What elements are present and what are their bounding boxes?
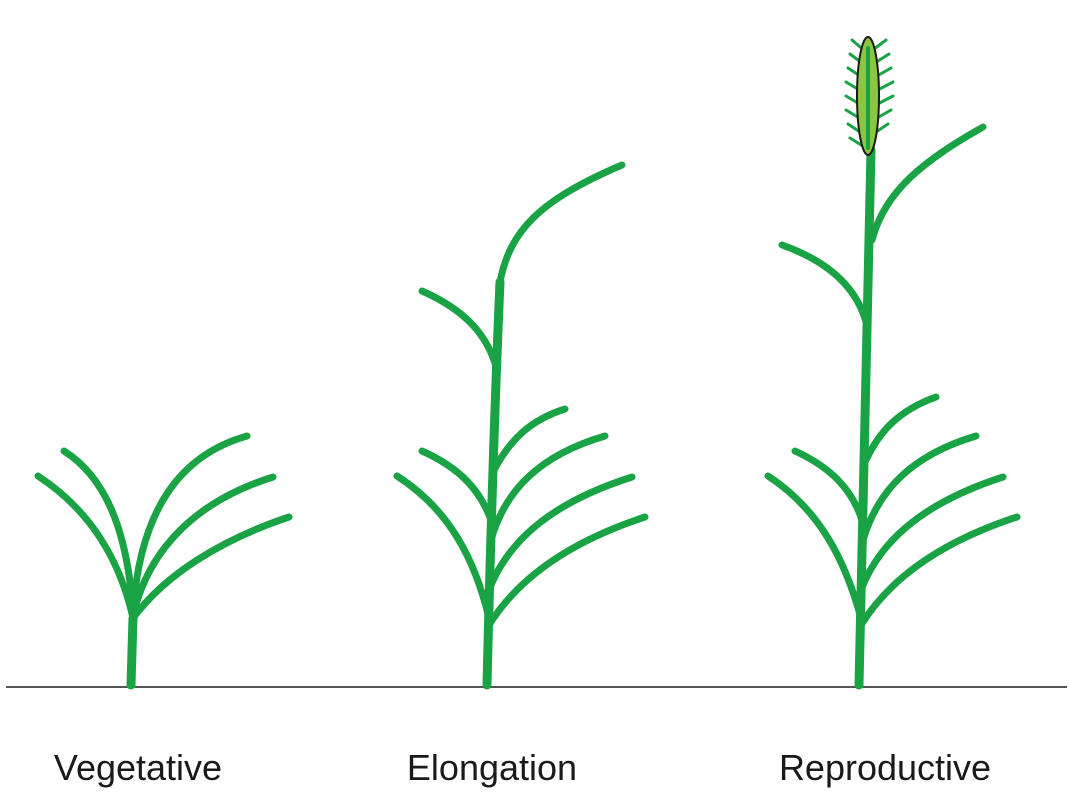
reproductive-leaf-upper-left [782,245,868,330]
reproductive-leaf-top [872,127,983,240]
reproductive-stem [859,150,871,685]
elongation-plant [397,165,645,685]
reproductive-leaf-right-3 [861,517,1017,625]
reproductive-leaf-mid-right [866,397,936,460]
seed-head [846,37,893,155]
elongation-leaf-top [500,165,622,282]
elongation-leaf-right-3 [489,517,645,625]
stage-label-elongation: Elongation [407,747,577,788]
vegetative-leaf-left-outer [38,476,133,618]
vegetative-stem [131,618,133,685]
reproductive-plant [768,37,1017,685]
stage-label-reproductive: Reproductive [779,747,991,788]
reproductive-leaf-left-outer [768,476,861,618]
vegetative-leaf-right-3 [133,517,289,618]
stage-label-vegetative: Vegetative [54,747,222,788]
vegetative-plant [38,436,289,685]
elongation-leaf-upper-left [422,291,497,370]
reproductive-leaf-right-1 [863,436,976,540]
elongation-leaf-left-outer [397,476,489,618]
